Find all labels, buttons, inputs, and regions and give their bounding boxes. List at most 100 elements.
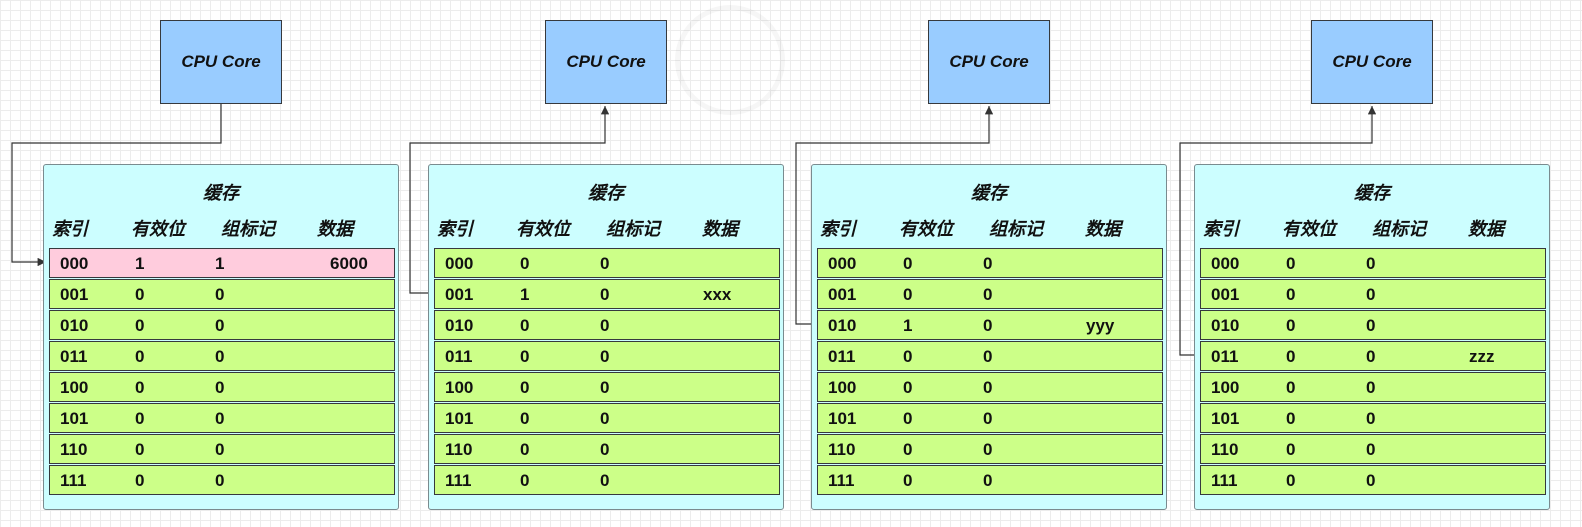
cell-valid: 0: [903, 285, 913, 304]
cell-valid: 0: [135, 316, 145, 335]
cell-index: 111: [828, 471, 855, 490]
cell-tag: 0: [1366, 285, 1376, 304]
cell-index: 001: [445, 285, 474, 304]
table-row: 111 0 0: [817, 465, 1163, 495]
cell-tag: 0: [983, 471, 993, 490]
cell-index: 011: [828, 347, 856, 366]
header-index: 索引: [1203, 219, 1239, 239]
header-valid: 有效位: [1282, 219, 1336, 239]
cpu-core-4: CPU Core: [1311, 20, 1433, 104]
cell-valid: 0: [135, 285, 145, 304]
cpu-core-label: CPU Core: [949, 52, 1029, 71]
connector-arrow-2: [409, 106, 610, 294]
cell-tag: 0: [600, 440, 610, 459]
cell-valid: 1: [520, 285, 530, 304]
connector-arrow-1: [11, 104, 222, 267]
cell-index: 001: [60, 285, 89, 304]
cell-tag: 0: [1366, 316, 1376, 335]
cell-index: 101: [445, 409, 474, 428]
cell-tag: 0: [215, 440, 225, 459]
cell-index: 101: [1211, 409, 1240, 428]
cell-index: 000: [828, 254, 857, 273]
cell-valid: 0: [1286, 347, 1296, 366]
cpu-core-label: CPU Core: [566, 52, 646, 71]
cell-valid: 0: [135, 347, 145, 366]
cell-tag: 0: [1366, 440, 1376, 459]
cell-index: 110: [828, 440, 856, 459]
cell-valid: 0: [1286, 254, 1296, 273]
cell-valid: 0: [520, 471, 530, 490]
cell-valid: 0: [1286, 471, 1296, 490]
cell-tag: 0: [983, 347, 993, 366]
table-row: 111 0 0: [434, 465, 780, 495]
cell-valid: 0: [1286, 316, 1296, 335]
cell-valid: 0: [1286, 378, 1296, 397]
cell-valid: 0: [520, 409, 530, 428]
cell-valid: 0: [520, 440, 530, 459]
cell-data: yyy: [1086, 316, 1115, 335]
cell-tag: 0: [983, 285, 993, 304]
cell-tag: 0: [983, 440, 993, 459]
header-valid: 有效位: [131, 219, 185, 239]
cpu-core-3: CPU Core: [928, 20, 1050, 104]
cpu-core-label: CPU Core: [181, 52, 261, 71]
cell-valid: 0: [1286, 440, 1296, 459]
cell-tag: 0: [600, 285, 610, 304]
cell-index: 101: [828, 409, 857, 428]
cell-index: 010: [828, 316, 857, 335]
cell-index: 001: [1211, 285, 1240, 304]
cell-tag: 0: [1366, 254, 1376, 273]
cell-index: 011: [1211, 347, 1239, 366]
cell-valid: 1: [135, 254, 145, 273]
cell-tag: 0: [215, 471, 225, 490]
cell-index: 100: [1211, 378, 1240, 397]
connector-arrow-4: [1179, 106, 1377, 356]
header-valid: 有效位: [899, 219, 953, 239]
header-data: 数据: [702, 219, 738, 239]
cell-tag: 0: [215, 285, 225, 304]
header-data: 数据: [317, 219, 353, 239]
cell-index: 111: [445, 471, 472, 490]
cell-tag: 0: [983, 316, 993, 335]
cell-tag: 0: [1366, 471, 1376, 490]
cell-index: 111: [1211, 471, 1238, 490]
cell-index: 000: [60, 254, 89, 273]
cell-valid: 0: [135, 440, 145, 459]
cell-valid: 0: [903, 471, 913, 490]
header-tag: 组标记: [989, 219, 1043, 239]
connector-arrow-3: [795, 106, 994, 325]
cell-tag: 0: [600, 378, 610, 397]
cell-valid: 0: [903, 409, 913, 428]
cell-tag: 0: [600, 409, 610, 428]
cell-index: 101: [60, 409, 89, 428]
cell-tag: 0: [600, 347, 610, 366]
cell-index: 100: [828, 378, 857, 397]
cell-tag: 0: [983, 254, 993, 273]
cell-tag: 0: [600, 471, 610, 490]
cell-valid: 0: [520, 316, 530, 335]
cell-tag: 0: [215, 409, 225, 428]
table-row: 111 0 0: [1200, 465, 1546, 495]
table-row: 110 0 0: [434, 434, 780, 464]
cell-index: 110: [445, 440, 473, 459]
cache-title: 缓存: [203, 183, 239, 203]
